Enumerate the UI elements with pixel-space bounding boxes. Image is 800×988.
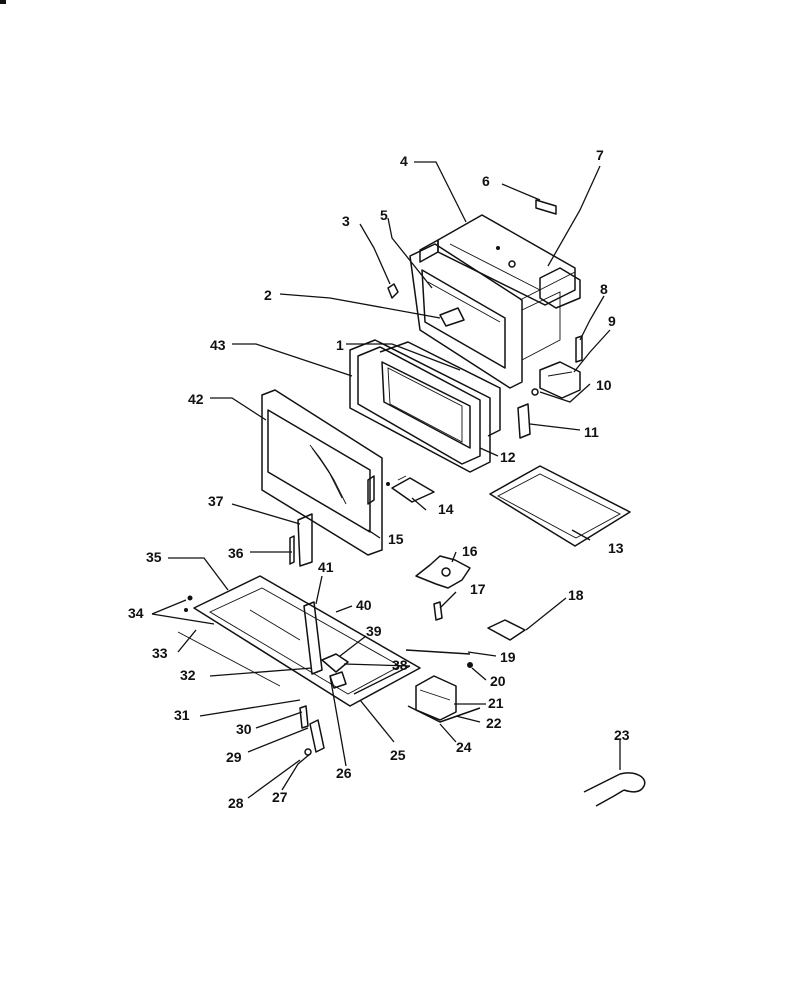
probe-cable — [583, 772, 646, 807]
callout-24: 24 — [456, 739, 472, 755]
callout-17: 17 — [470, 581, 486, 597]
corner-mark — [0, 0, 6, 4]
callout-37: 37 — [208, 493, 224, 509]
hinge-screws — [386, 475, 435, 503]
callout-19: 19 — [500, 649, 516, 665]
switch-assembly — [321, 653, 349, 689]
callout-39: 39 — [366, 623, 382, 639]
hook-bracket — [299, 705, 325, 756]
base-plate — [489, 465, 631, 547]
magnetron — [531, 361, 581, 399]
small-fitting — [433, 601, 443, 621]
callout-27: 27 — [272, 789, 288, 805]
callout-2: 2 — [264, 287, 272, 303]
latch-part — [517, 403, 531, 439]
callout-32: 32 — [180, 667, 196, 683]
callout-4: 4 — [400, 153, 408, 169]
callout-10: 10 — [596, 377, 612, 393]
cabinet-case — [409, 214, 581, 389]
callout-16: 16 — [462, 543, 478, 559]
callout-36: 36 — [228, 545, 244, 561]
callout-34: 34 — [128, 605, 144, 621]
callout-26: 26 — [336, 765, 352, 781]
leader-lines — [151, 161, 621, 799]
callout-labels: 1 2 3 4 5 6 7 8 9 10 11 12 13 14 15 16 1… — [128, 147, 630, 811]
callout-21: 21 — [488, 695, 504, 711]
callout-14: 14 — [438, 501, 454, 517]
callout-11: 11 — [584, 424, 599, 440]
callout-6: 6 — [482, 173, 490, 189]
callout-29: 29 — [226, 749, 242, 765]
callout-1: 1 — [336, 337, 344, 353]
callout-8: 8 — [600, 281, 608, 297]
bottom-chassis — [177, 575, 421, 707]
callout-25: 25 — [390, 747, 406, 763]
callout-23: 23 — [614, 727, 630, 743]
callout-31: 31 — [174, 707, 190, 723]
callout-12: 12 — [500, 449, 516, 465]
callout-33: 33 — [152, 645, 168, 661]
callout-15: 15 — [388, 531, 404, 547]
callout-38: 38 — [392, 657, 408, 673]
callout-30: 30 — [236, 721, 252, 737]
callout-28: 28 — [228, 795, 244, 811]
transformer — [407, 675, 481, 723]
callout-40: 40 — [356, 597, 372, 613]
callout-22: 22 — [486, 715, 502, 731]
side-bracket — [575, 335, 583, 363]
fan-blade — [415, 555, 471, 589]
callout-42: 42 — [188, 391, 204, 407]
callout-13: 13 — [608, 540, 624, 556]
callout-20: 20 — [490, 673, 506, 689]
clip-part — [387, 283, 399, 299]
callout-5: 5 — [380, 207, 388, 223]
label-plate — [535, 199, 557, 215]
callout-43: 43 — [210, 337, 226, 353]
callout-7: 7 — [596, 147, 604, 163]
door-frame-assembly — [349, 339, 501, 473]
callout-3: 3 — [342, 213, 350, 229]
callout-35: 35 — [146, 549, 162, 565]
vertical-post — [303, 601, 323, 675]
callout-9: 9 — [608, 313, 616, 329]
callout-41: 41 — [318, 559, 334, 575]
callout-18: 18 — [568, 587, 584, 603]
hinge-bracket — [289, 513, 313, 567]
connector-block — [487, 619, 526, 641]
rod-and-screw — [405, 649, 473, 668]
stirrer-bracket — [439, 307, 465, 327]
